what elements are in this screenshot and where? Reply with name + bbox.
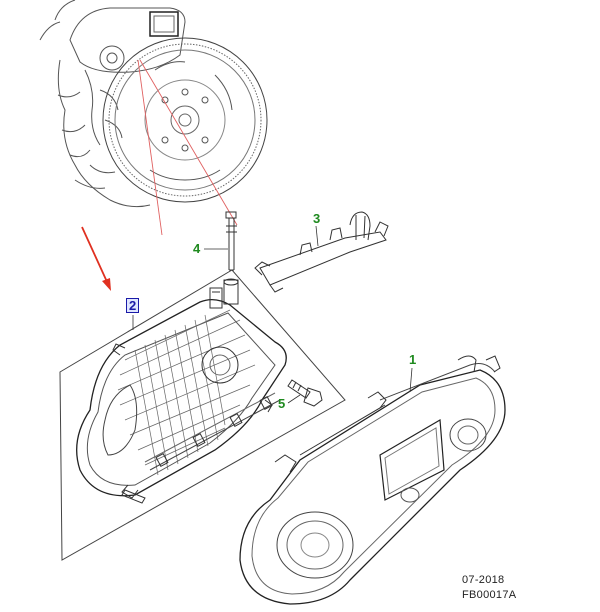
part-1-outer-timing-cover[interactable]: [239, 355, 506, 605]
callout-1[interactable]: 1: [409, 352, 417, 367]
engine-block: [39, 0, 268, 208]
callout-leaders: [132, 225, 413, 404]
footer-code: FB00017A: [462, 589, 517, 601]
callout-2-selected[interactable]: 2: [126, 298, 140, 313]
part-2-inner-timing-cover[interactable]: [59, 269, 346, 561]
callout-5[interactable]: 5: [278, 396, 286, 411]
part-4-stud-bolt[interactable]: [223, 211, 239, 305]
footer-date: 07-2018: [462, 574, 505, 586]
callout-4[interactable]: 4: [193, 241, 201, 256]
red-arrow: [81, 226, 111, 291]
callout-3[interactable]: 3: [313, 211, 321, 226]
leader-lines: [137, 59, 238, 236]
part-3-bracket[interactable]: [254, 211, 389, 293]
part-5-bolt[interactable]: [287, 379, 323, 407]
